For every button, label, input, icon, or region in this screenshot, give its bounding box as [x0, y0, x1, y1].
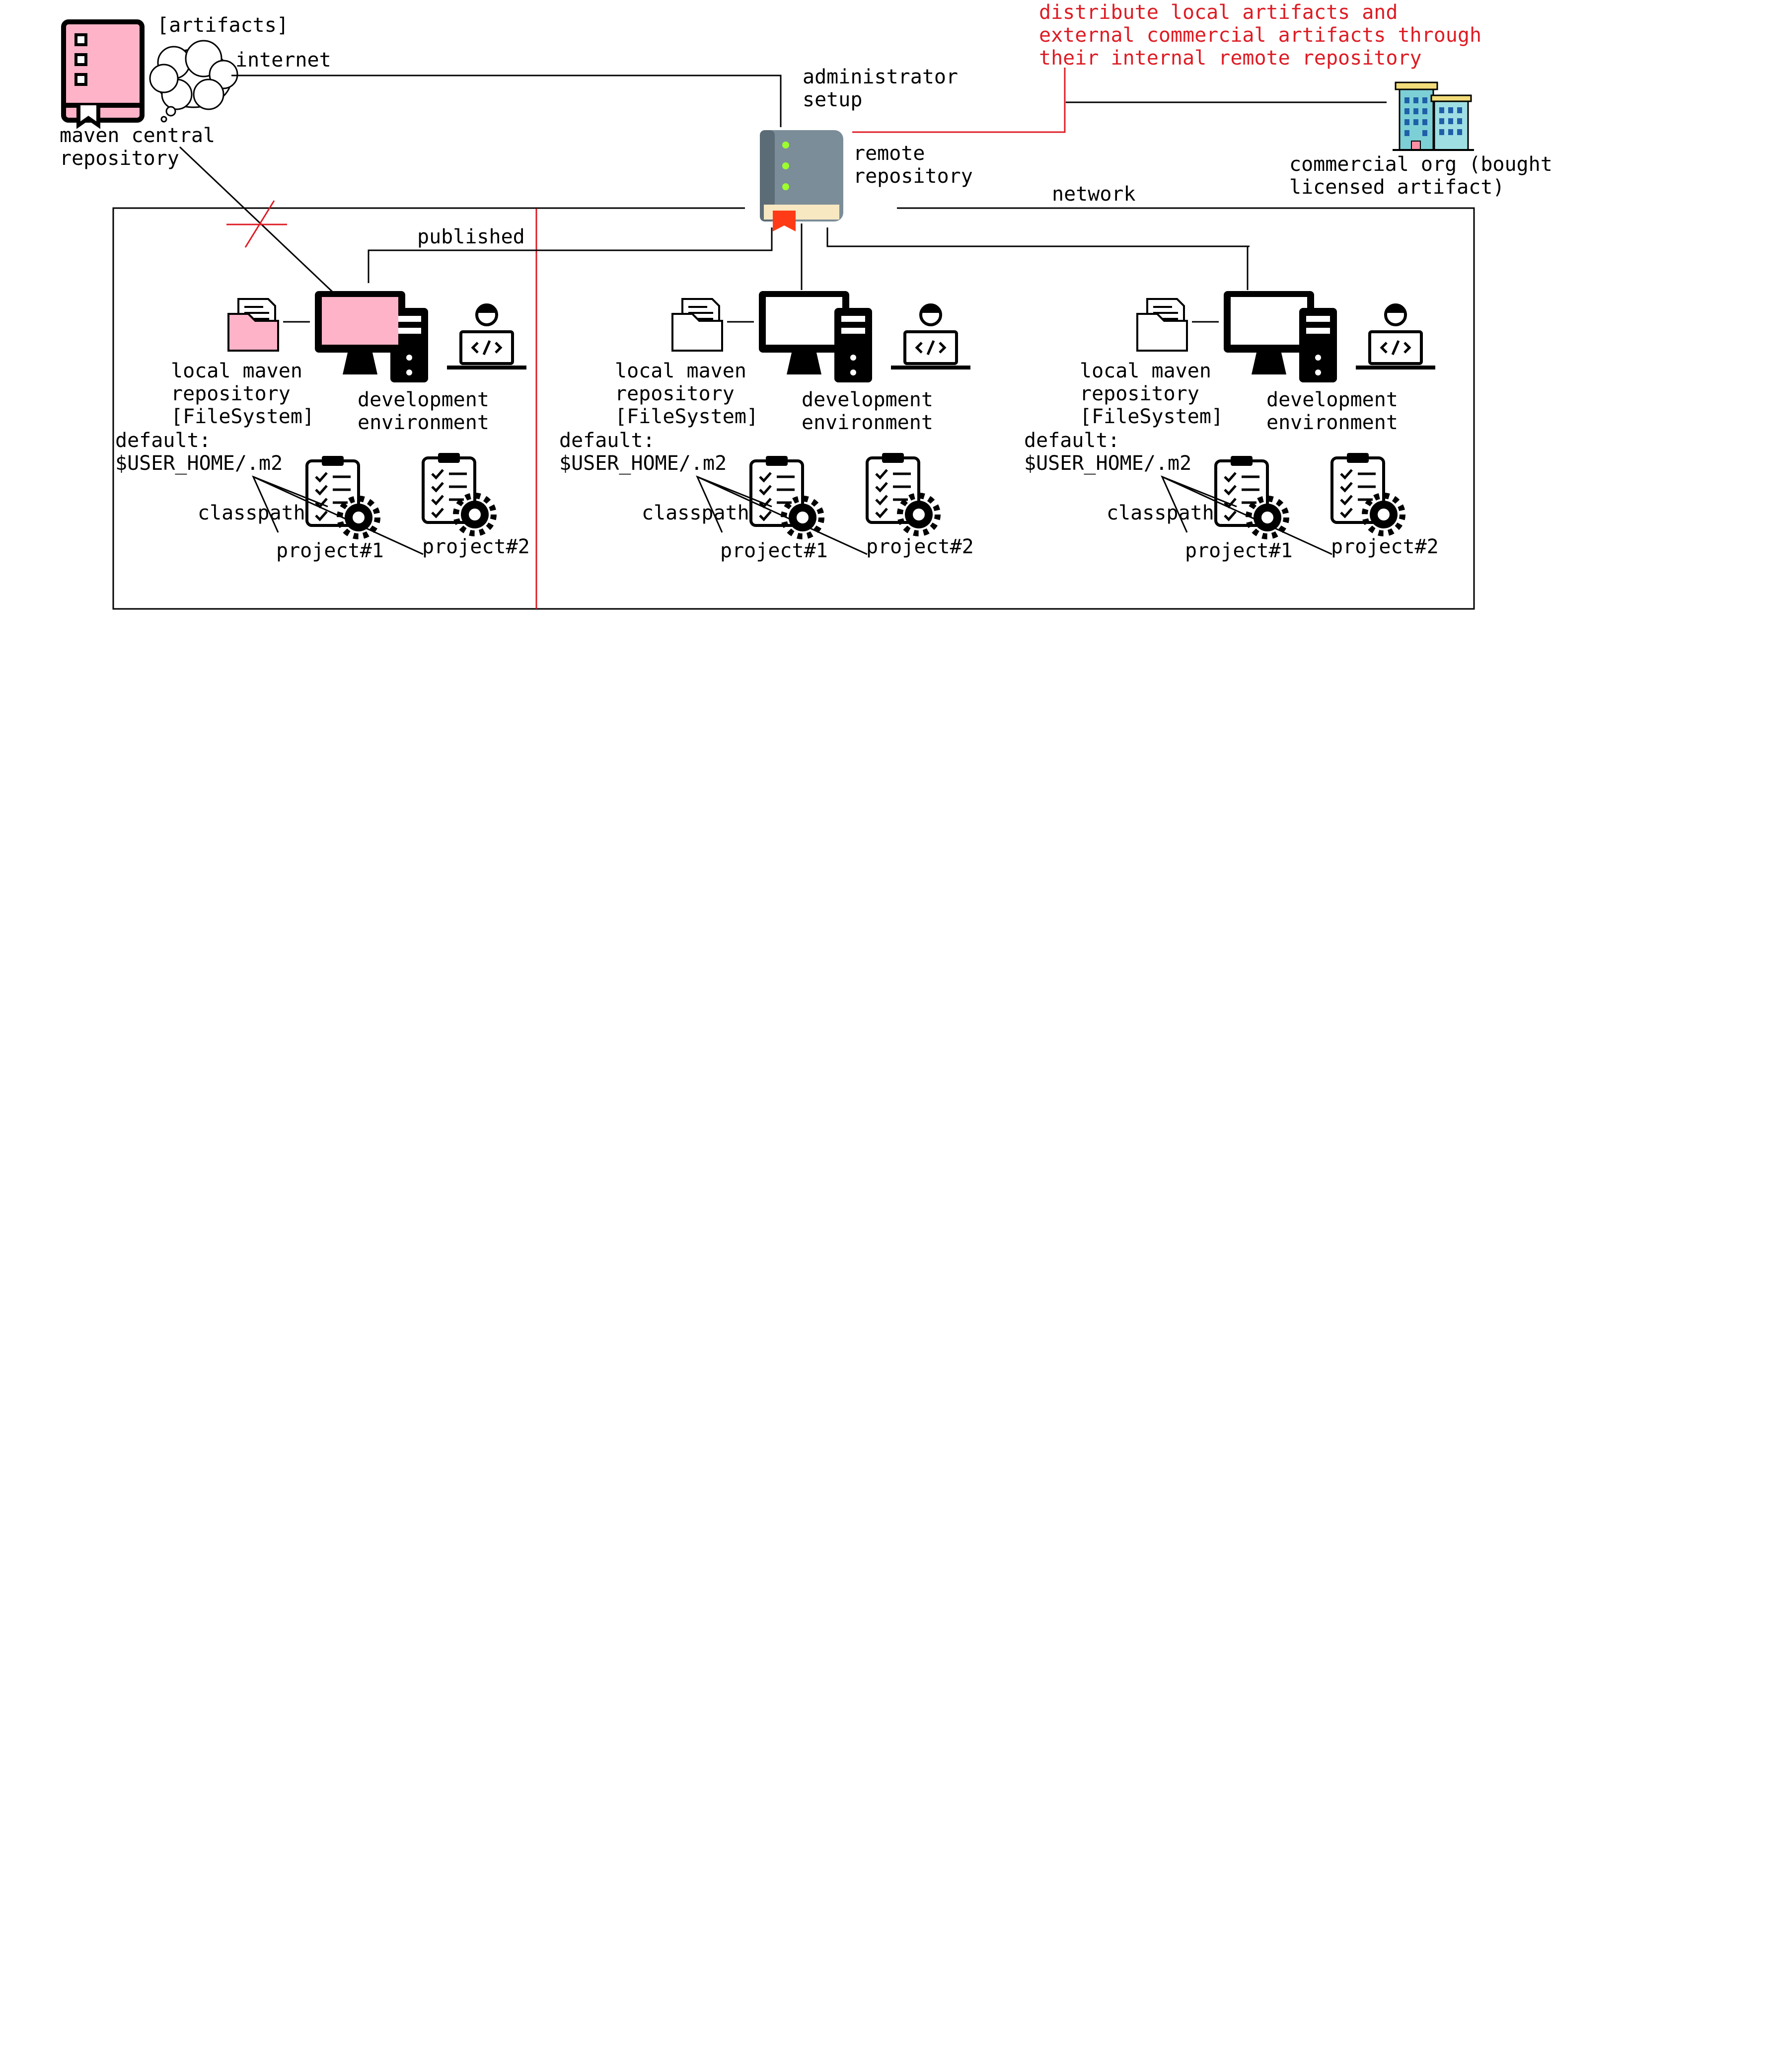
- classpath-label: classpath: [642, 502, 749, 524]
- project1-label: project#1: [1185, 539, 1293, 562]
- admin-label-line1: administrator: [803, 66, 958, 88]
- local-repo-label-line2: repository: [171, 382, 291, 405]
- classpath-connectors: [696, 475, 868, 555]
- project2-label: project#2: [866, 535, 974, 558]
- network-boundary: [112, 207, 1475, 610]
- development-computer-icon: [315, 291, 428, 382]
- default-path-line2: $USER_HOME/.m2: [115, 452, 283, 475]
- dev-env-label-line2: environment: [358, 411, 489, 434]
- remote-label-line1: remote: [853, 142, 925, 165]
- project2-label: project#2: [422, 535, 530, 558]
- project1-clipboard-gear-icon: [751, 456, 821, 536]
- internet-label: internet: [235, 49, 331, 72]
- project1-clipboard-gear-icon: [307, 456, 377, 536]
- project1-label: project#1: [276, 539, 384, 562]
- classpath-connectors: [252, 475, 424, 555]
- project2-label: project#2: [1331, 535, 1439, 558]
- central-label-line2: repository: [60, 147, 179, 170]
- default-path-line2: $USER_HOME/.m2: [559, 452, 727, 475]
- classpath-label: classpath: [1107, 502, 1214, 524]
- local-repo-label-line2: repository: [1080, 382, 1199, 405]
- local-repo-folder-icon: [1136, 298, 1188, 352]
- classpath-connectors: [1161, 475, 1332, 555]
- default-path-line1: default:: [1024, 429, 1120, 452]
- project2-clipboard-gear-icon: [867, 453, 938, 533]
- internet-connector: [231, 74, 782, 127]
- remote-label-line2: repository: [853, 165, 973, 188]
- default-path-line1: default:: [115, 429, 211, 452]
- commercial-label-line2: licensed artifact): [1289, 176, 1504, 199]
- distribute-note-line3: their internal remote repository: [1039, 47, 1422, 70]
- admin-label-line2: setup: [803, 88, 862, 111]
- local-repo-label-line1: local maven: [1080, 360, 1211, 382]
- project2-clipboard-gear-icon: [423, 453, 494, 533]
- connector-env3: [826, 227, 1249, 290]
- developer-icon: [1356, 305, 1435, 368]
- developer-icon: [447, 305, 526, 368]
- artifacts-label: [artifacts]: [157, 14, 289, 37]
- development-computer-icon: [1224, 291, 1337, 382]
- published-connector: [368, 227, 773, 283]
- published-label: published: [417, 225, 525, 248]
- dev-env-label-line2: environment: [802, 411, 933, 434]
- project1-label: project#1: [720, 539, 828, 562]
- default-path-line1: default:: [559, 429, 655, 452]
- local-repo-label-line3: [FileSystem]: [171, 405, 314, 428]
- distribute-connector: [852, 68, 1066, 133]
- distribute-note-line2: external commercial artifacts through: [1039, 24, 1481, 47]
- dev-env-label-line1: development: [802, 388, 933, 411]
- central-label-line1: maven central: [60, 124, 215, 147]
- dev-env-label-line1: development: [358, 388, 489, 411]
- environment-1: local maven repository [FileSystem] deve…: [115, 291, 530, 562]
- local-repo-folder-icon: [671, 298, 723, 352]
- development-computer-icon: [759, 291, 872, 382]
- local-repo-label-line1: local maven: [171, 360, 302, 382]
- commercial-label-line1: commercial org (bought: [1289, 153, 1552, 176]
- network-label: network: [1052, 183, 1136, 206]
- distribute-note-line1: distribute local artifacts and: [1039, 1, 1398, 24]
- internet-cloud-icon: [149, 40, 238, 123]
- environment-2: local maven repository [FileSystem] deve…: [559, 291, 974, 562]
- remote-repository-server-icon: [760, 130, 843, 231]
- environment-3: local maven repository [FileSystem] deve…: [1024, 291, 1439, 562]
- local-repo-label-line2: repository: [615, 382, 735, 405]
- project1-clipboard-gear-icon: [1216, 456, 1286, 536]
- dev-env-label-line1: development: [1266, 388, 1398, 411]
- local-repo-label-line1: local maven: [615, 360, 746, 382]
- blocked-cross-icon: [226, 200, 287, 248]
- classpath-label: classpath: [198, 502, 305, 524]
- local-repo-folder-icon: [227, 298, 279, 352]
- local-repo-label-line3: [FileSystem]: [615, 405, 758, 428]
- direct-internet-connector: [179, 146, 335, 294]
- commercial-org-building-icon: [1393, 81, 1474, 151]
- developer-icon: [891, 305, 970, 368]
- project2-clipboard-gear-icon: [1332, 453, 1403, 533]
- maven-central-book-icon: [61, 19, 145, 129]
- local-repo-label-line3: [FileSystem]: [1080, 405, 1223, 428]
- default-path-line2: $USER_HOME/.m2: [1024, 452, 1191, 475]
- dev-env-label-line2: environment: [1266, 411, 1398, 434]
